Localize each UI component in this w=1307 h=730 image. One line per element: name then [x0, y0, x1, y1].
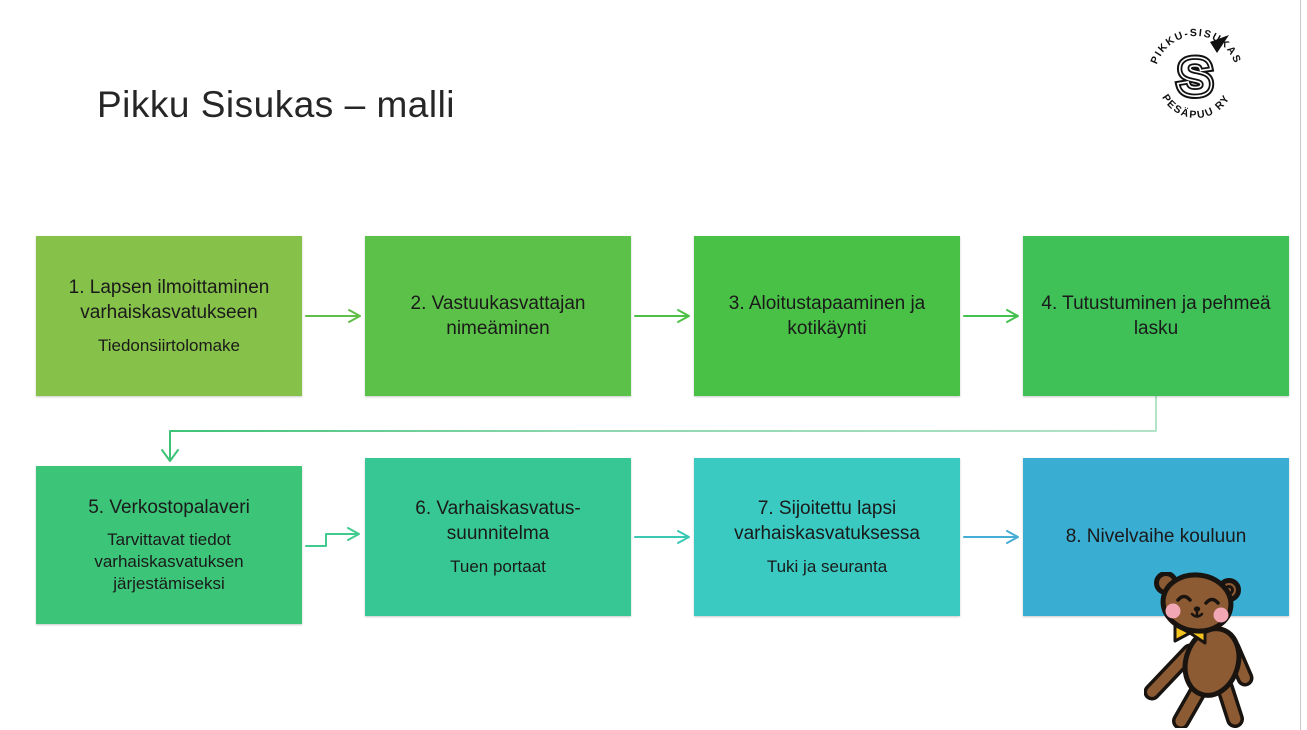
bear-mouth: [1190, 608, 1204, 618]
logo-graphic: PIKKU-SISUKAS PESÄPUU RY S S S: [1148, 27, 1242, 121]
connector-7-8: [963, 530, 1019, 544]
bear-right-eye: [1204, 597, 1220, 605]
flow-step-4: 4. Tutustuminen ja pehmeä lasku: [1023, 236, 1289, 396]
step-7-subtitle: Tuki ja seuranta: [766, 556, 888, 576]
connector-6-7: [634, 530, 690, 544]
slide-right-edge: [1300, 0, 1301, 730]
svg-text:S: S: [1178, 49, 1211, 105]
connector-1-2: [305, 309, 361, 323]
svg-text:S: S: [1178, 49, 1211, 105]
flow-step-7: 7. Sijoitettu lapsi varhaiskasvatuksessa…: [694, 458, 960, 616]
flow-step-6: 6. Varhaiskasvatus-suunnitelma Tuen port…: [365, 458, 631, 616]
logo-s-monogram: S S S: [1174, 35, 1229, 110]
step-1-title: 1. Lapsen ilmoittaminen varhaiskasvatuks…: [68, 277, 270, 324]
connector-3-4: [963, 309, 1019, 323]
bear-body: [1182, 626, 1242, 698]
step-6-subtitle: Tuen portaat: [450, 556, 546, 576]
svg-text:S: S: [1178, 49, 1211, 105]
page-title: Pikku Sisukas – malli: [97, 84, 456, 125]
flow-step-5: 5. Verkostopalaveri Tarvittavat tiedot v…: [36, 466, 302, 624]
bear-right-cheek: [1213, 607, 1229, 623]
pesapuu-logo: PIKKU-SISUKAS PESÄPUU RY S S S: [1144, 24, 1248, 128]
connector-4-5-elbow: [161, 396, 1157, 462]
step-2-title: 2. Vastuukasvattajan nimeäminen: [410, 292, 586, 339]
bear-left-eye: [1176, 594, 1192, 602]
flow-step-1: 1. Lapsen ilmoittaminen varhaiskasvatuks…: [36, 236, 302, 396]
step-5-title: 5. Verkostopalaveri: [88, 496, 250, 518]
logo-nib-tip: [1210, 35, 1229, 53]
teddy-bear-illustration: [1144, 572, 1254, 728]
bear-head: [1154, 572, 1241, 634]
step-7-title: 7. Sijoitettu lapsi varhaiskasvatuksessa: [734, 498, 920, 545]
flow-step-3: 3. Aloitustapaaminen ja kotikäynti: [694, 236, 960, 396]
step-3-title: 3. Aloitustapaaminen ja kotikäynti: [728, 292, 926, 339]
connector-2-3: [634, 309, 690, 323]
bear-left-cheek: [1165, 603, 1181, 619]
step-1-subtitle: Tiedonsiirtolomake: [97, 335, 241, 355]
connector-5-6: [305, 527, 360, 547]
step-4-title: 4. Tutustuminen ja pehmeä lasku: [1041, 292, 1271, 339]
flow-step-2: 2. Vastuukasvattajan nimeäminen: [365, 236, 631, 396]
step-6-title: 6. Varhaiskasvatus-suunnitelma: [415, 498, 581, 545]
flow-step-8: 8. Nivelvaihe kouluun: [1023, 458, 1289, 616]
step-8-title: 8. Nivelvaihe kouluun: [1065, 526, 1247, 548]
step-5-subtitle: Tarvittavat tiedot varhaiskasvatuksen jä…: [94, 529, 244, 594]
